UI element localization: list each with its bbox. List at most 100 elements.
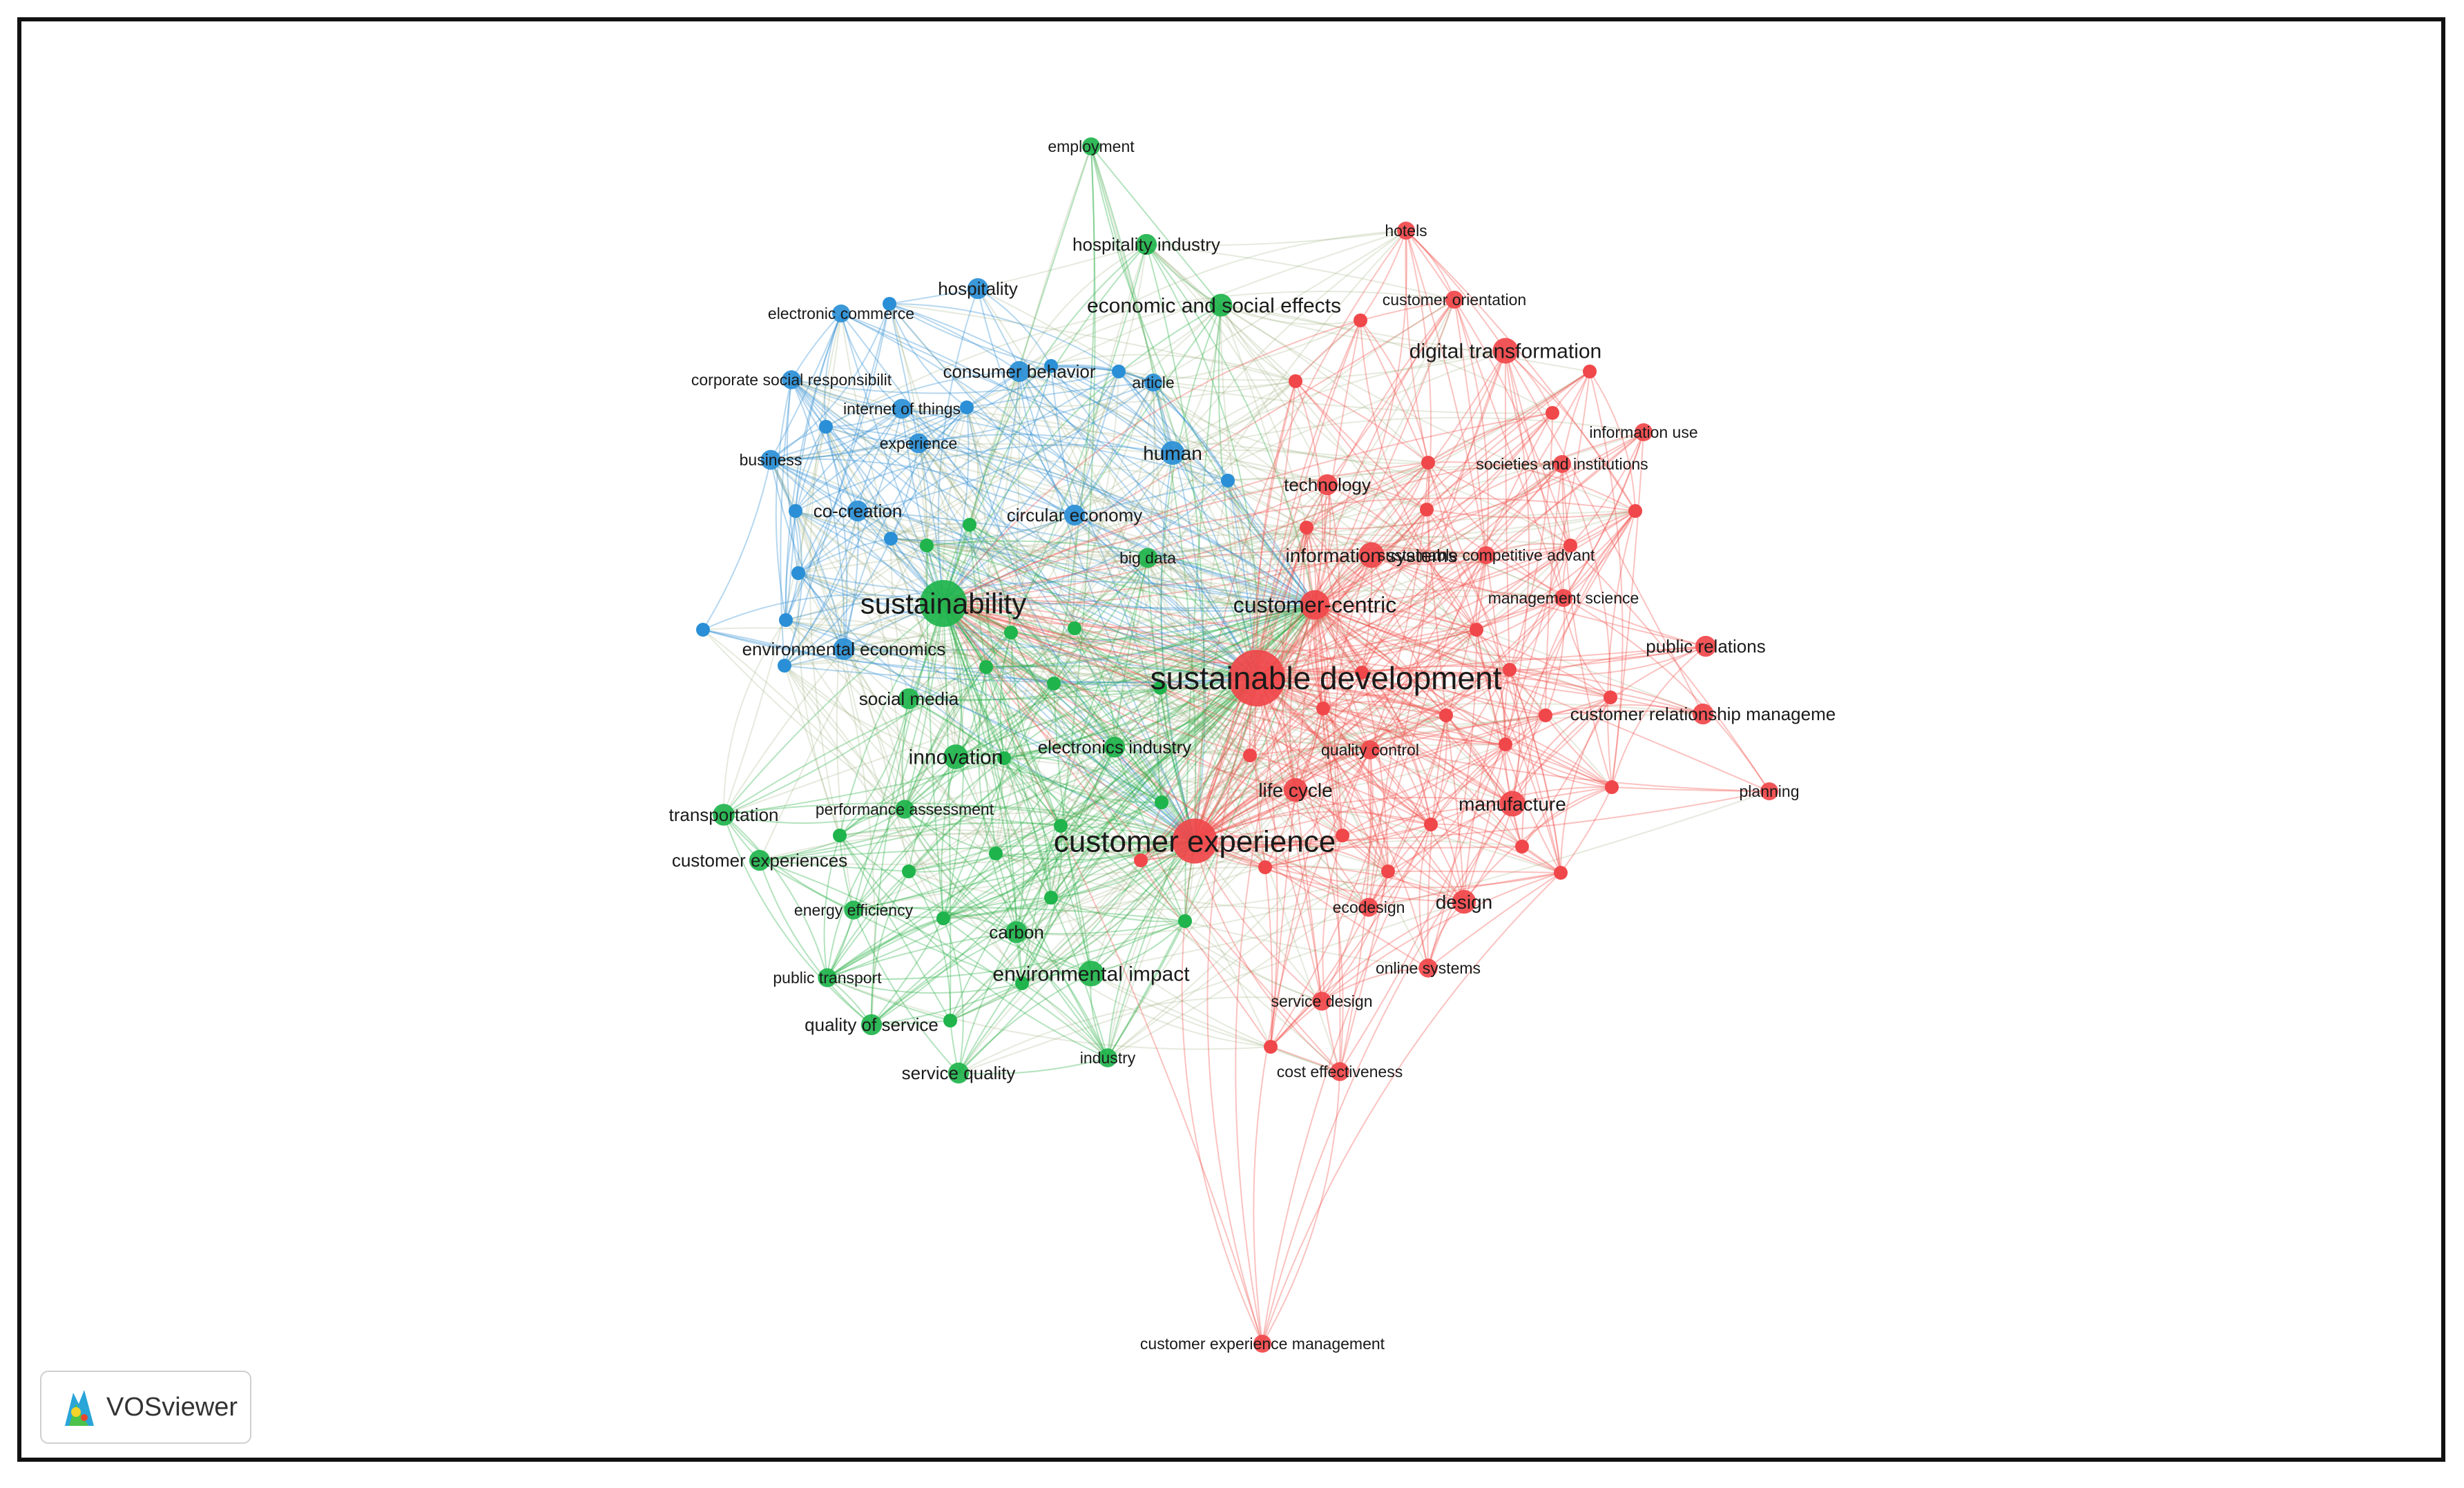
network-node-customer-relationship-manageme[interactable] (1692, 703, 1714, 725)
network-node-unlabeled[interactable] (936, 911, 950, 925)
network-node-unlabeled[interactable] (1354, 313, 1367, 327)
network-node-employment[interactable] (1082, 137, 1100, 155)
network-node-manufacture[interactable] (1499, 791, 1525, 817)
network-node-unlabeled[interactable] (1421, 456, 1435, 470)
network-node-unlabeled[interactable] (1563, 539, 1577, 552)
network-node-management-science[interactable] (1555, 589, 1572, 607)
network-node-consumer-behavior[interactable] (1008, 360, 1030, 383)
network-node-big-data[interactable] (1137, 548, 1158, 568)
network-node-quality-control[interactable] (1360, 740, 1380, 760)
network-node-unlabeled[interactable] (883, 297, 896, 311)
network-node-unlabeled[interactable] (1546, 406, 1559, 420)
network-node-service-quality[interactable] (947, 1062, 970, 1084)
network-node-unlabeled[interactable] (1604, 690, 1617, 704)
network-node-electronic-commerce[interactable] (832, 305, 850, 322)
network-node-information-use[interactable] (1635, 423, 1653, 441)
network-node-societies-and-institutions[interactable] (1553, 455, 1571, 473)
network-node-unlabeled[interactable] (1605, 780, 1619, 794)
network-node-hospitality[interactable] (967, 278, 989, 300)
network-node-unlabeled[interactable] (791, 566, 805, 580)
network-node-design[interactable] (1452, 889, 1476, 914)
network-nodes[interactable] (713, 137, 1778, 1353)
network-node-sustainable-competitive-advant[interactable] (1477, 546, 1495, 564)
network-node-unlabeled[interactable] (1178, 914, 1192, 928)
network-node-online-systems[interactable] (1418, 958, 1438, 978)
network-node-unlabeled[interactable] (1153, 681, 1167, 695)
network-node-unlabeled[interactable] (1628, 504, 1642, 518)
network-node-unlabeled[interactable] (779, 613, 793, 627)
network-node-unlabeled[interactable] (789, 504, 802, 518)
network-node-unlabeled[interactable] (943, 1014, 957, 1027)
network-node-article[interactable] (1144, 374, 1162, 392)
network-node-unlabeled[interactable] (1336, 829, 1349, 842)
network-node-corporate-social-responsibilit[interactable] (782, 370, 801, 389)
network-node-unlabeled[interactable] (1015, 976, 1029, 990)
network-node-unlabeled[interactable] (979, 660, 993, 674)
network-node-unlabeled[interactable] (1068, 621, 1081, 635)
network-node-unlabeled[interactable] (1499, 737, 1512, 751)
network-node-sustainable-development[interactable] (1229, 650, 1285, 706)
network-node-public-transport[interactable] (818, 968, 837, 987)
network-node-industry[interactable] (1098, 1048, 1117, 1067)
network-node-planning[interactable] (1760, 782, 1778, 800)
network-node-environmental-economics[interactable] (833, 638, 855, 660)
network-node-ecodesign[interactable] (1359, 898, 1378, 917)
network-node-unlabeled[interactable] (833, 829, 847, 842)
network-node-energy-efficiency[interactable] (844, 900, 863, 920)
network-node-customer-orientation[interactable] (1445, 291, 1463, 309)
network-node-performance-assessment[interactable] (895, 800, 914, 819)
network-node-unlabeled[interactable] (1381, 864, 1395, 878)
network-node-customer-experience-management[interactable] (1253, 1335, 1271, 1353)
network-node-unlabeled[interactable] (1112, 365, 1126, 378)
network-node-unlabeled[interactable] (1221, 474, 1235, 487)
network-node-transportation[interactable] (713, 804, 735, 826)
network-node-unlabeled[interactable] (1264, 1040, 1278, 1054)
network-node-unlabeled[interactable] (902, 864, 916, 878)
network-node-hospitality-industry[interactable] (1135, 233, 1157, 255)
network-node-unlabeled[interactable] (1044, 359, 1058, 373)
network-node-unlabeled[interactable] (1583, 365, 1597, 378)
network-node-sustainability[interactable] (920, 580, 967, 627)
network-node-information-systems[interactable] (1358, 542, 1385, 568)
network-node-unlabeled[interactable] (997, 751, 1011, 765)
network-node-unlabeled[interactable] (1539, 708, 1552, 722)
network-node-unlabeled[interactable] (1424, 818, 1438, 831)
network-node-unlabeled[interactable] (1289, 374, 1302, 388)
network-node-digital-transformation[interactable] (1492, 338, 1519, 364)
network-node-unlabeled[interactable] (1420, 503, 1434, 516)
network-node-cost-effectiveness[interactable] (1330, 1062, 1349, 1081)
network-node-carbon[interactable] (1005, 921, 1028, 943)
network-node-unlabeled[interactable] (989, 847, 1003, 860)
network-node-unlabeled[interactable] (920, 539, 934, 552)
network-node-unlabeled[interactable] (1439, 708, 1453, 722)
network-node-internet-of-things[interactable] (892, 398, 912, 419)
network-node-unlabeled[interactable] (696, 623, 710, 637)
network-node-customer-experience[interactable] (1172, 818, 1217, 864)
network-node-unlabeled[interactable] (1355, 666, 1369, 679)
network-node-social-media[interactable] (898, 688, 920, 710)
network-node-unlabeled[interactable] (1054, 819, 1068, 833)
vosviewer-badge[interactable]: VOSviewer (40, 1371, 251, 1444)
network-node-public-relations[interactable] (1695, 635, 1717, 657)
network-node-unlabeled[interactable] (1316, 702, 1330, 715)
network-node-customer-experiences[interactable] (749, 849, 771, 871)
network-node-unlabeled[interactable] (1515, 840, 1529, 853)
network-node-unlabeled[interactable] (1300, 521, 1313, 534)
network-node-business[interactable] (760, 450, 781, 470)
network-node-unlabeled[interactable] (884, 532, 898, 545)
network-node-unlabeled[interactable] (960, 400, 974, 414)
network-node-unlabeled[interactable] (1470, 623, 1483, 637)
network-node-service-design[interactable] (1312, 992, 1331, 1011)
network-node-unlabeled[interactable] (1243, 748, 1257, 762)
network-node-circular-economy[interactable] (1063, 504, 1086, 526)
network-node-customer-centric[interactable] (1300, 590, 1330, 620)
network-node-environmental-impact[interactable] (1078, 960, 1104, 987)
network-node-unlabeled[interactable] (1258, 860, 1272, 874)
network-node-unlabeled[interactable] (819, 420, 833, 434)
network-node-unlabeled[interactable] (1044, 891, 1058, 905)
network-node-electronics-industry[interactable] (1104, 736, 1126, 758)
network-node-unlabeled[interactable] (1047, 677, 1061, 690)
network-node-human[interactable] (1160, 441, 1185, 465)
